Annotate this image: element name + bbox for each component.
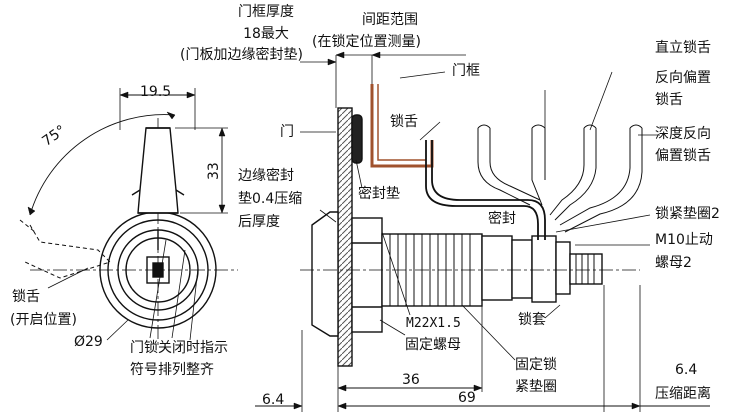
tongue-open-label-1: 锁舌 [12,289,40,305]
dim-left-offset: 6.4 [262,392,285,408]
edge-seal-label-3: 后厚度 [238,214,280,230]
tongue-top-label: 锁舌 [390,114,418,130]
door-frame-label: 门框 [452,63,480,79]
dim-height-side: 33 [206,162,222,180]
indicator-label-2: 符号排列整齐 [130,362,214,378]
frame-max-label: 18最大 [243,26,289,42]
seal-label: 密封垫 [358,186,400,202]
spacing-range-label: 间距范围 [362,12,418,28]
thread-label: M22X1.5 [406,316,461,331]
reverse-offset-label-2: 锁舌 [655,92,683,108]
lock-washer2-label: 锁紧垫圈2 [655,206,720,222]
frame-thickness-label: 门框厚度 [238,4,294,20]
compress-distance-label: 压缩距离 [655,386,711,402]
depth-offset-label-2: 偏置锁舌 [655,148,711,164]
reverse-offset-label-1: 反向偏置 [655,70,711,86]
front-view [19,88,238,345]
indicator-label-1: 门锁关闭时指示 [130,340,228,356]
seal-small-label: 密封 [488,211,516,227]
dim-length-36: 36 [402,372,420,388]
frame-note-label: (门板加边缘密封垫) [180,47,303,63]
dim-length-69: 69 [458,390,476,406]
m10-nut-label-1: M10止动 [655,232,713,248]
dim-width-top: 19.5 [140,84,172,100]
tongue-open-label-2: (开启位置) [10,312,77,328]
edge-seal-label-2: 垫0.4压缩 [238,191,303,207]
edge-seal-label-1: 边缘密封 [238,168,294,184]
side-view [255,51,710,412]
diameter-label: Ø29 [74,334,103,350]
straight-tongue-label: 直立锁舌 [655,40,711,56]
fix-nut-label: 固定螺母 [405,337,461,353]
fix-washer-label-1: 固定锁 [515,357,557,373]
door-label: 门 [280,124,294,140]
spacing-note-label: (在锁定位置测量) [312,34,421,50]
fix-washer-label-2: 紧垫圈 [515,379,557,395]
depth-offset-label-1: 深度反向 [655,126,711,142]
compress-distance-value: 6.4 [675,362,698,378]
sleeve-label: 锁套 [518,312,546,328]
m10-nut-label-2: 螺母2 [655,255,692,271]
